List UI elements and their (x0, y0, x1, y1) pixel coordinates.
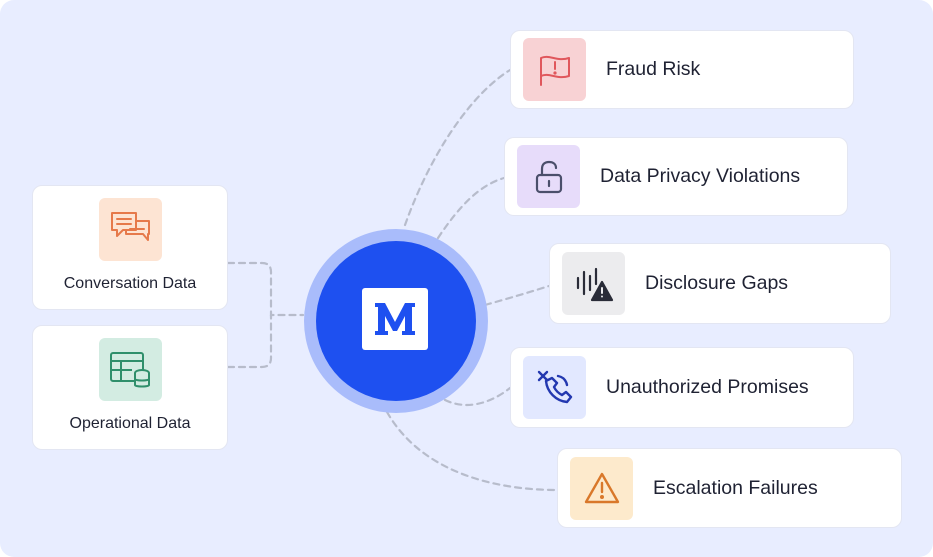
source-label: Conversation Data (63, 275, 197, 292)
risk-label: Fraud Risk (606, 58, 701, 80)
connector-conversation (226, 261, 305, 317)
source-card-operational-data: Operational Data (32, 325, 228, 450)
risk-label: Data Privacy Violations (600, 165, 801, 187)
risk-label: Disclosure Gaps (645, 272, 789, 294)
risk-card-escalation-failures: Escalation Failures (557, 448, 902, 528)
unlocked-padlock-icon (517, 145, 580, 208)
connector-operational (226, 313, 273, 369)
source-card-conversation-data: Conversation Data (32, 185, 228, 310)
risk-card-disclosure-gaps: Disclosure Gaps (549, 243, 891, 324)
brand-logo-icon (362, 288, 428, 350)
risk-card-unauthorized-promises: Unauthorized Promises (510, 347, 854, 428)
connector-escalation (385, 410, 559, 492)
warning-flag-icon (523, 38, 586, 101)
connector-data-privacy (436, 176, 506, 240)
risk-card-fraud-risk: Fraud Risk (510, 30, 854, 109)
audio-warning-icon (562, 252, 625, 315)
phone-declined-icon (523, 356, 586, 419)
risk-card-data-privacy-violations: Data Privacy Violations (504, 137, 848, 216)
connector-unauthorized (443, 386, 512, 406)
chat-bubbles-icon (98, 198, 162, 261)
risk-label: Unauthorized Promises (606, 376, 809, 398)
table-database-icon (98, 338, 162, 401)
connector-fraud-risk (403, 68, 512, 227)
warning-triangle-icon (570, 456, 633, 520)
risk-label: Escalation Failures (653, 476, 818, 499)
source-label: Operational Data (69, 415, 191, 432)
connector-disclosure-gaps (483, 284, 551, 307)
